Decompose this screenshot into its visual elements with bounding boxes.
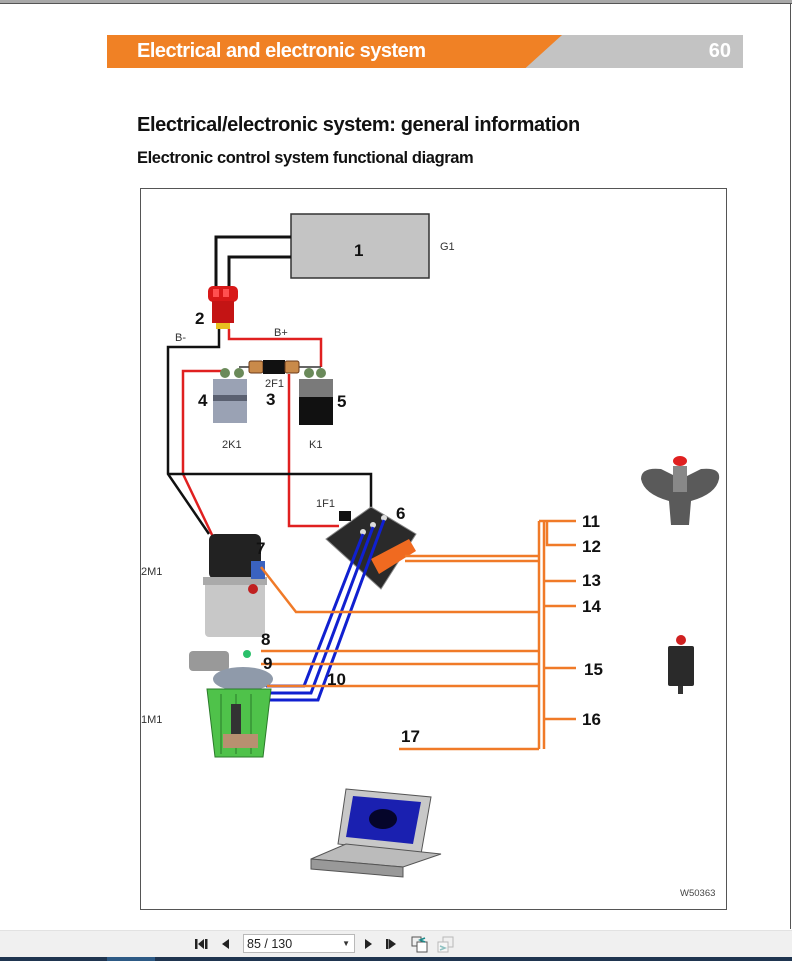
page-title: Electrical/electronic system: general in… [137, 114, 580, 136]
motor-phase-cable-3 [257, 519, 386, 702]
first-page-button[interactable] [194, 935, 210, 953]
next-page-icon [365, 939, 372, 949]
previous-view-button[interactable] [410, 935, 430, 953]
signal-lines [260, 519, 576, 751]
callout-16: 16 [582, 710, 601, 729]
contactor-k1 [299, 368, 333, 425]
viewer-toolbar: 85 / 130 ▼ [0, 930, 792, 958]
ref-k1: K1 [309, 439, 323, 451]
battery-connector [208, 286, 238, 329]
page-number: 60 [708, 40, 731, 62]
laptop-diagnostic [310, 788, 442, 878]
first-page-icon [195, 939, 208, 949]
last-page-button[interactable] [385, 935, 401, 953]
os-taskbar [0, 957, 792, 961]
banner-orange-band [107, 35, 562, 68]
ref-g1: G1 [440, 241, 455, 253]
next-page-button[interactable] [362, 935, 376, 953]
callout-11: 11 [582, 512, 600, 531]
callout-3: 3 [266, 390, 276, 409]
tiller-head [641, 456, 720, 525]
b-plus-cable [227, 329, 323, 367]
ref-b-minus: B- [175, 332, 186, 344]
callout-15: 15 [584, 660, 603, 679]
section-title: Electrical and electronic system [137, 40, 426, 62]
fuse-2f1 [248, 360, 300, 374]
callout-5: 5 [337, 392, 347, 411]
controller-6 [325, 506, 417, 590]
callout-8: 8 [261, 630, 271, 649]
callout-13: 13 [582, 571, 601, 590]
motor-phase-cable-2 [261, 526, 375, 695]
callout-10: 10 [327, 670, 346, 689]
window-right-border [790, 4, 791, 929]
previous-view-icon [411, 936, 428, 953]
ref-2k1: 2K1 [222, 439, 242, 451]
contactor-2k1 [213, 368, 247, 423]
figure-id: W50363 [680, 888, 716, 899]
functional-diagram: 1 2 3 4 5 6 7 8 9 10 11 12 13 14 15 16 1… [140, 188, 727, 910]
callout-2: 2 [195, 309, 205, 328]
pump-motor-2m1 [203, 534, 267, 637]
red-wire-fuse-to-controller [287, 374, 339, 528]
page-number-value: 85 / 130 [247, 937, 293, 951]
callout-14: 14 [582, 597, 601, 616]
ref-1m1: 1M1 [141, 714, 163, 726]
next-view-icon [437, 936, 454, 953]
page-number-select[interactable]: 85 / 130 ▼ [243, 934, 355, 953]
ref-b-plus: B+ [274, 327, 288, 339]
section-header-banner: Electrical and electronic system 60 [107, 35, 743, 68]
red-wire-2k1-to-pump [181, 369, 223, 540]
window-top-border [0, 0, 792, 4]
callout-1: 1 [354, 241, 364, 260]
page-subtitle: Electronic control system functional dia… [137, 149, 474, 167]
callout-7: 7 [256, 539, 266, 558]
callout-12: 12 [582, 537, 601, 556]
ref-2m1: 2M1 [141, 566, 163, 578]
drive-motor-1m1 [189, 650, 273, 758]
chevron-down-icon[interactable]: ▼ [342, 939, 350, 948]
taskbar-active-item[interactable] [107, 957, 155, 961]
callout-9: 9 [263, 654, 273, 673]
next-view-button[interactable] [436, 935, 456, 953]
black-wire-to-controller [168, 472, 373, 511]
limit-switch [668, 635, 694, 694]
previous-page-button[interactable] [218, 935, 232, 953]
callout-6: 6 [396, 504, 406, 523]
battery-g1 [290, 213, 430, 279]
ref-1f1: 1F1 [316, 498, 335, 510]
ref-2f1: 2F1 [265, 378, 284, 390]
callout-4: 4 [198, 391, 208, 410]
b-minus-cable [166, 329, 221, 535]
callout-17: 17 [401, 727, 420, 746]
last-page-icon [386, 939, 396, 949]
battery-cable-1 [214, 235, 291, 291]
diagram-drawing [166, 213, 720, 878]
previous-page-icon [222, 939, 229, 949]
battery-cable-2 [227, 255, 291, 291]
